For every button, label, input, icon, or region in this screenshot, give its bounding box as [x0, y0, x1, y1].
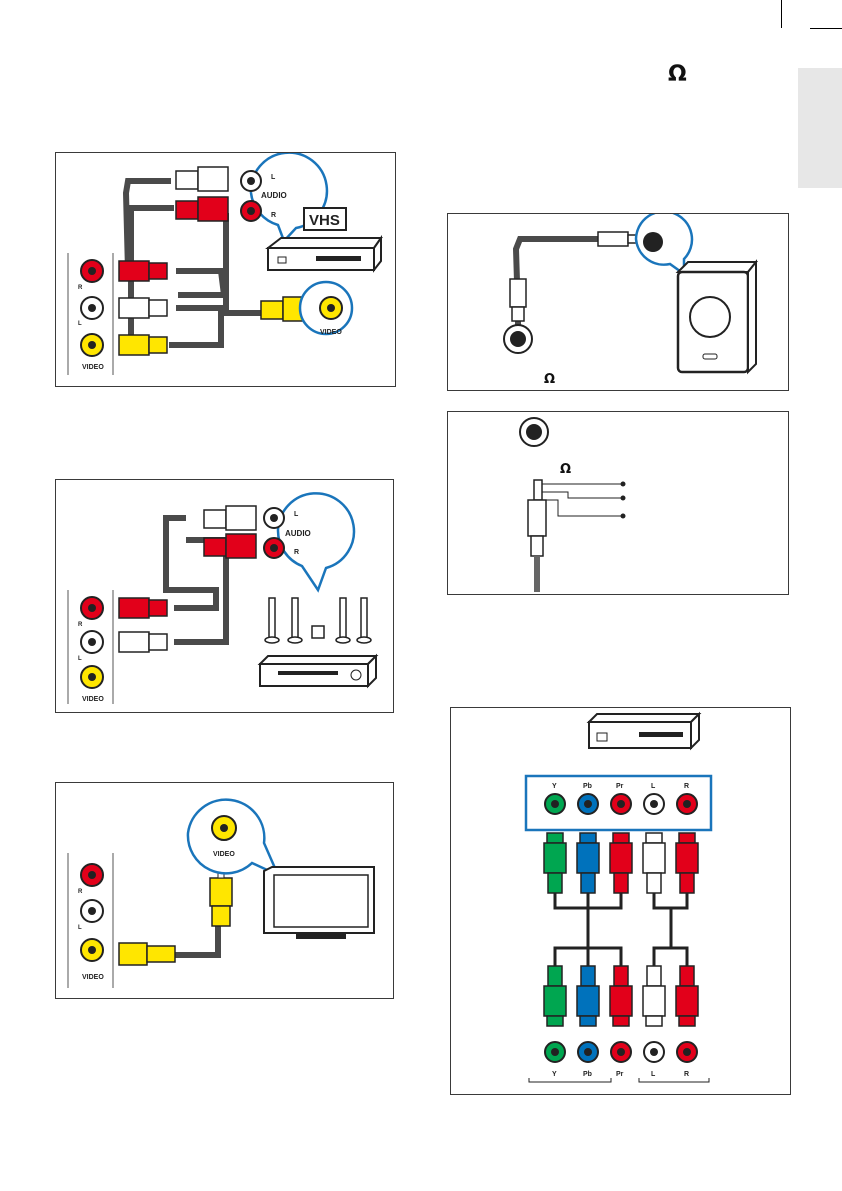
tv-jack-label-l: L [78, 925, 82, 931]
wire-terminal [621, 496, 626, 501]
tv-jack-label-pb: Pb [583, 1071, 592, 1078]
headphone-jack-socket [504, 325, 532, 353]
white-rca-plug-device [204, 506, 256, 530]
vhs-badge-text: VHS [309, 212, 340, 229]
plug-wiring-diagram: Ω [447, 411, 789, 595]
red-rca-plug-tv [119, 598, 167, 618]
audio-label: AUDIO [261, 191, 287, 200]
tv-jack-label-l: L [78, 656, 82, 662]
white-rca-plug-tv [119, 632, 167, 652]
language-tab [798, 68, 842, 188]
red-rca-plug-device [176, 197, 228, 221]
crop-mark-top [781, 0, 782, 28]
tv-jack-label-r: R [78, 285, 83, 291]
device-jack-label-y: Y [552, 783, 557, 790]
component-connection-diagram: Y Pb Pr L R [450, 707, 791, 1095]
monitor-connection-diagram: R L VIDEO VIDEO [55, 782, 394, 999]
av-receiver-icon [260, 656, 376, 686]
audio-channel-label-r: R [271, 212, 276, 219]
tv-jack-label-pr: Pr [616, 1071, 624, 1078]
dvd-player-icon [589, 714, 699, 748]
impedance-omega-symbol: Ω [544, 372, 555, 387]
headphone-connection-diagram: Ω [447, 213, 789, 391]
tv-jack-label-y: Y [552, 1071, 557, 1078]
tv-jack-label-r: R [78, 889, 83, 895]
mini-jack-plug [510, 279, 526, 321]
yellow-rca-plug-tv [119, 943, 175, 965]
device-jack-label-l: L [651, 783, 656, 790]
monitor-device-icon [264, 867, 374, 939]
home-theater-connection-diagram: R L VIDEO L AUDIO R [55, 479, 394, 713]
tv-jack-label-r: R [78, 622, 83, 628]
red-rca-plug-device [204, 534, 256, 558]
tv-av-jack-panel [68, 590, 113, 704]
vhs-connection-diagram: R L VIDEO L AUDIO R VHS [55, 152, 396, 387]
wire-terminal [621, 482, 626, 487]
tv-jack-label-video: VIDEO [82, 974, 104, 981]
tv-av-jack-panel [68, 253, 113, 375]
upper-component-plugs [544, 833, 698, 893]
device-jack-label-r: R [684, 783, 689, 790]
audio-channel-label-l: L [294, 511, 299, 518]
crop-mark-side [810, 28, 842, 29]
mini-jack-plug-device [598, 232, 640, 246]
wire-terminal [621, 514, 626, 519]
audio-callout [264, 493, 354, 590]
vcr-device-icon [268, 238, 381, 270]
white-rca-plug-tv [119, 298, 167, 318]
white-rca-plug-device [176, 167, 228, 191]
video-callout [188, 800, 278, 875]
tv-jack-label-r: R [684, 1071, 689, 1078]
speaker-icon [678, 262, 756, 372]
red-rca-plug-tv [119, 261, 167, 281]
video-label: VIDEO [213, 851, 235, 858]
device-jack-label-pb: Pb [583, 783, 592, 790]
impedance-omega-symbol: Ω [560, 462, 571, 477]
tv-jack-label-l: L [78, 321, 82, 327]
tv-jack-label-video: VIDEO [82, 696, 104, 703]
header-omega-symbol: Ω [668, 62, 687, 87]
speaker-set-icon [265, 598, 371, 643]
lower-component-plugs [544, 966, 698, 1026]
video-callout [300, 282, 352, 334]
tv-component-jacks [545, 1042, 697, 1062]
tv-jack-label-video: VIDEO [82, 364, 104, 371]
stereo-plug-icon [528, 480, 546, 592]
audio-channel-label-r: R [294, 549, 299, 556]
audio-channel-label-l: L [271, 174, 276, 181]
device-jack-label-pr: Pr [616, 783, 624, 790]
video-label: VIDEO [320, 329, 342, 336]
tv-jack-label-l: L [651, 1071, 656, 1078]
yellow-rca-plug-tv [119, 335, 167, 355]
audio-label: AUDIO [285, 529, 311, 538]
tv-av-jack-panel [68, 853, 113, 988]
headphone-jack-socket [520, 418, 548, 446]
